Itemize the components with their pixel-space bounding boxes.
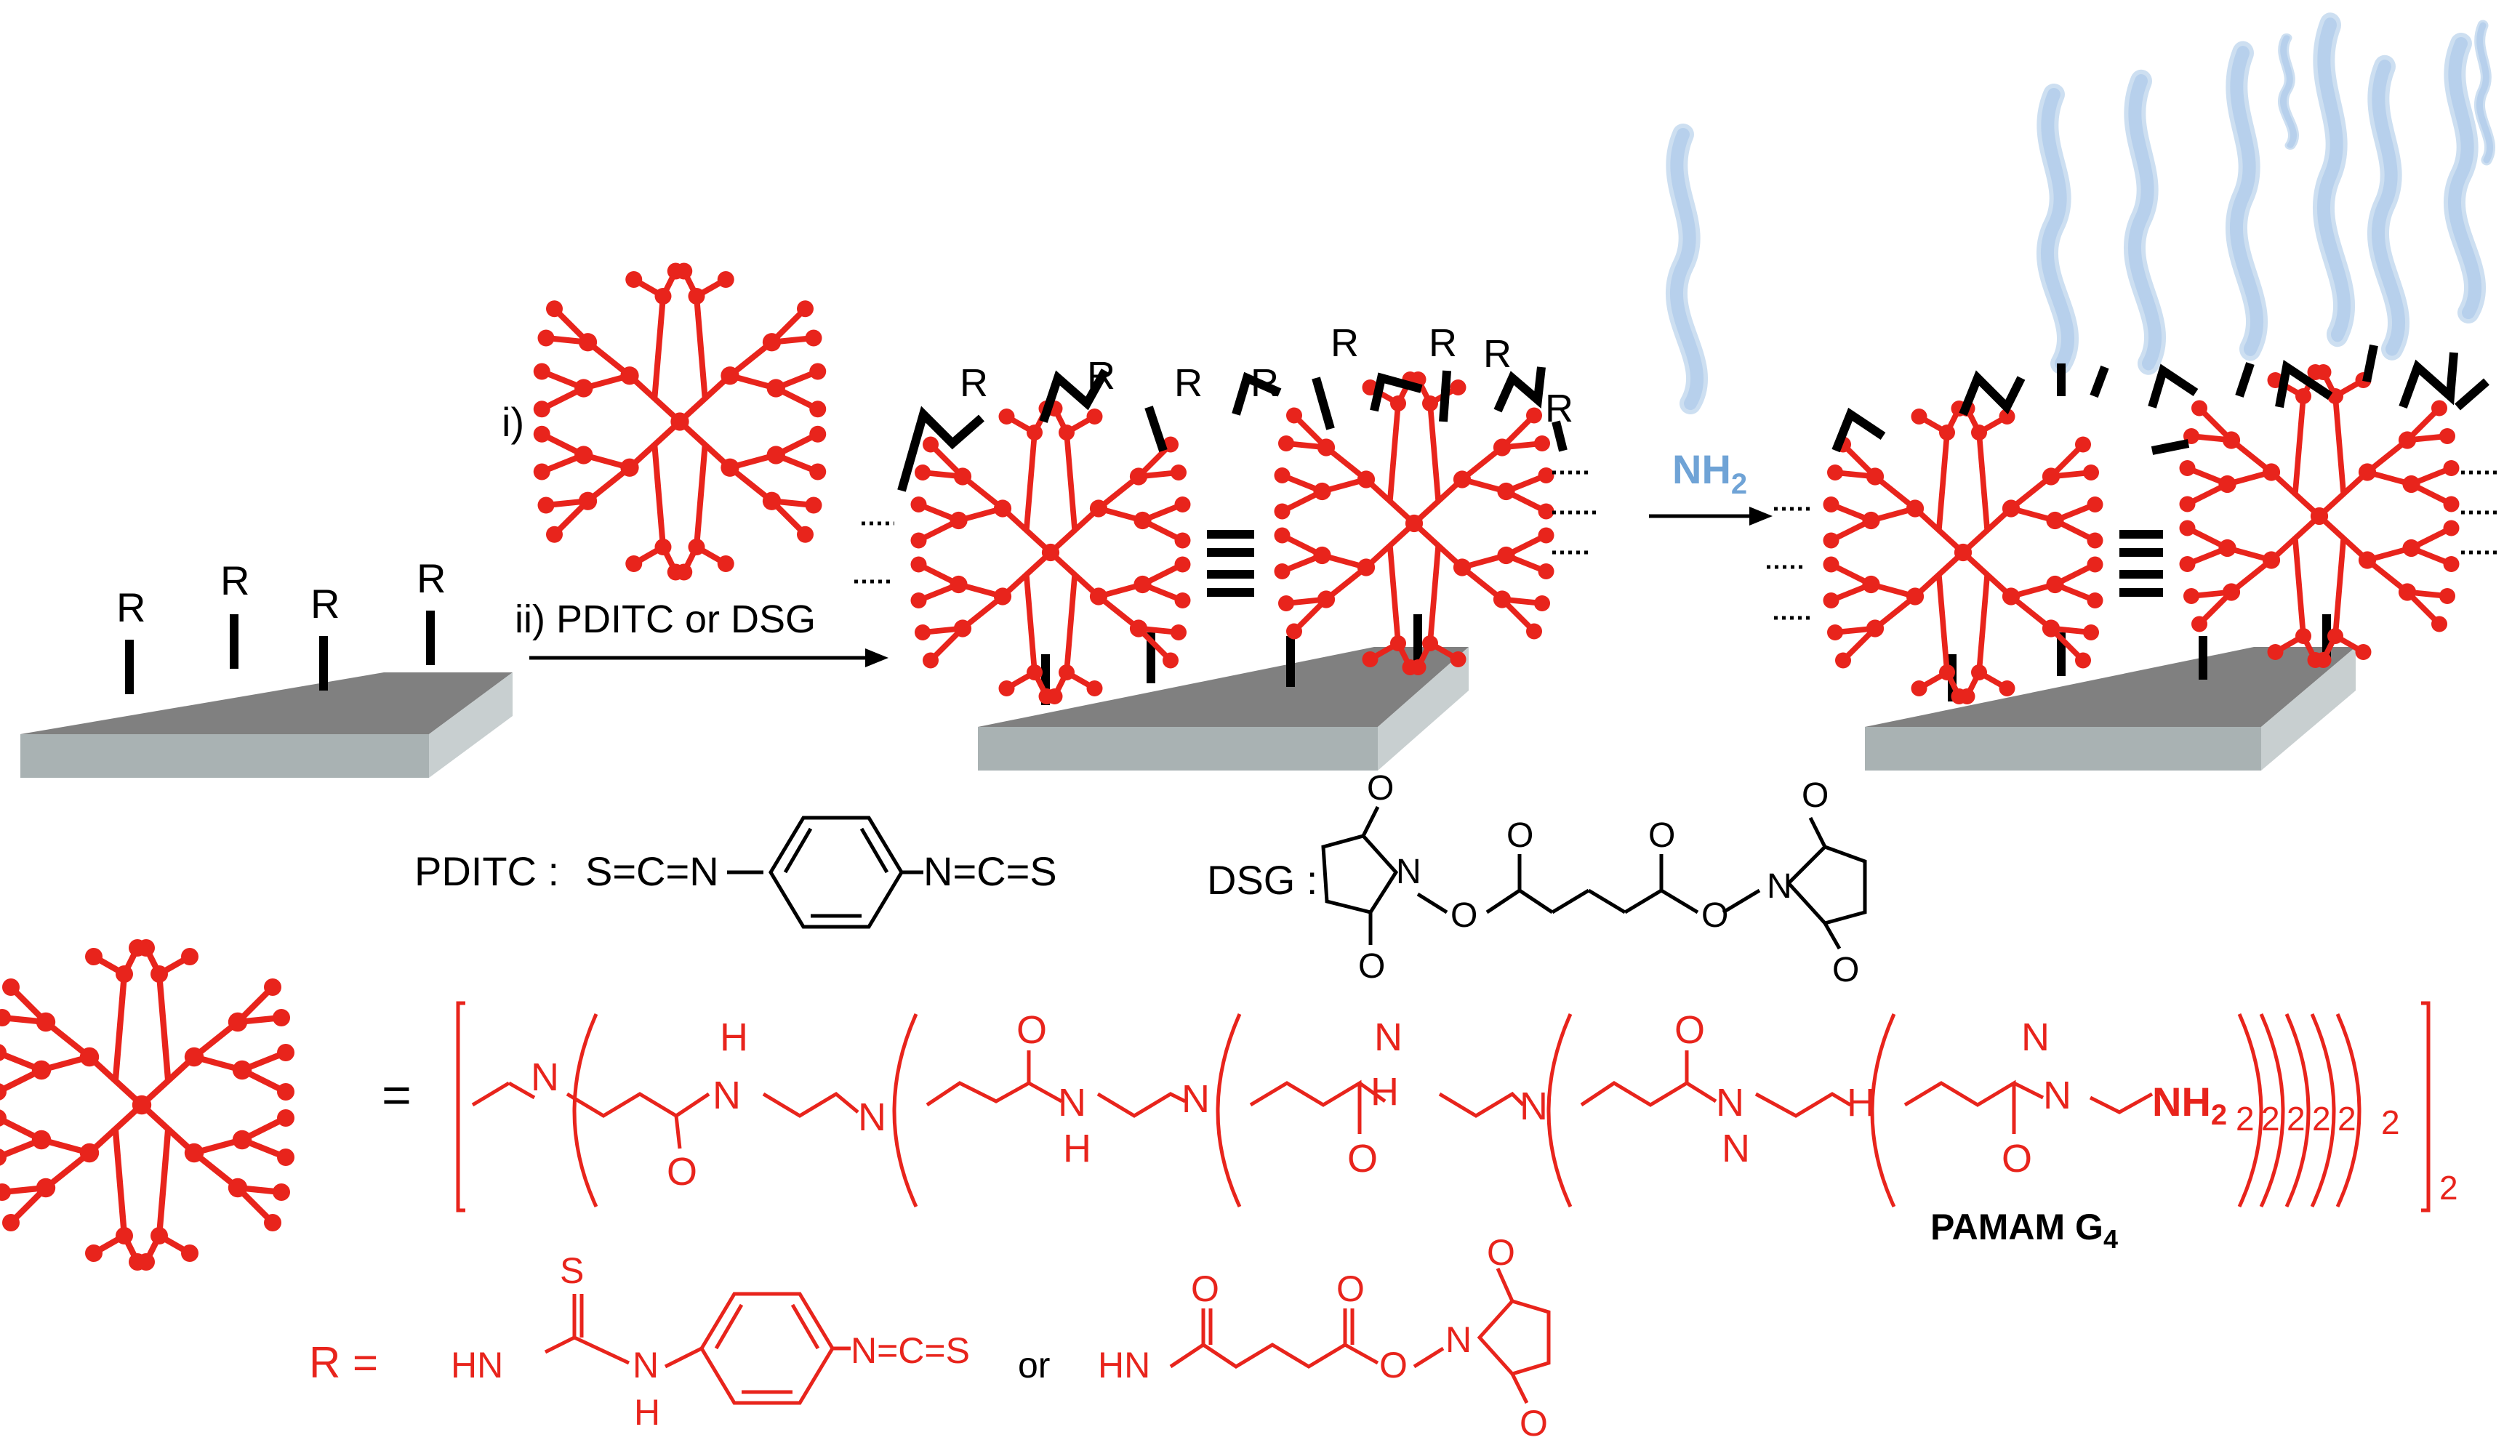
svg-text:N: N: [1520, 1085, 1548, 1128]
pamam-structure: N H N N N H N N H N N N H N N O O O O O …: [456, 1001, 2458, 1212]
svg-text:O: O: [1520, 1403, 1548, 1444]
svg-text:HN: HN: [1098, 1345, 1150, 1385]
svg-text:N: N: [713, 1074, 741, 1117]
svg-text:R: R: [1429, 321, 1457, 365]
crosslinks-3: [1831, 344, 2489, 597]
pditc-label: PDITC :: [414, 848, 559, 894]
svg-text:R: R: [116, 584, 145, 630]
pamam-name: PAMAM G4: [1930, 1207, 2118, 1254]
svg-text:O: O: [2002, 1137, 2032, 1181]
nh2-reagent-icon: [1677, 134, 1697, 403]
svg-text:N: N: [1767, 867, 1792, 906]
reaction-arrow-1: [529, 648, 888, 667]
svg-text:R: R: [1174, 361, 1203, 405]
svg-text:H: H: [634, 1392, 660, 1433]
svg-text:O: O: [1379, 1345, 1408, 1385]
svg-text:O: O: [1506, 816, 1533, 855]
pditc-right-group: N=C=S: [923, 848, 1057, 894]
svg-text:R: R: [1545, 387, 1573, 430]
svg-text:R =: R =: [309, 1338, 378, 1387]
svg-text:R: R: [310, 581, 340, 627]
svg-text:2: 2: [2439, 1169, 2458, 1207]
svg-text:N: N: [1445, 1319, 1472, 1360]
svg-text:O: O: [1802, 776, 1829, 815]
coated-dendrimer-d: [2180, 364, 2460, 668]
svg-text:R: R: [1331, 321, 1359, 365]
svg-text:N: N: [1716, 1081, 1744, 1125]
svg-text:N: N: [531, 1055, 559, 1099]
svg-text:2: 2: [2338, 1100, 2356, 1138]
surface-slab-3: [1865, 647, 2356, 771]
svg-text:N: N: [1058, 1081, 1086, 1125]
svg-text:N: N: [858, 1095, 886, 1139]
reagent-i-label: i): [502, 399, 524, 445]
reagent-ii-label: ii) PDITC or DSG: [515, 598, 816, 641]
svg-text:H: H: [720, 1015, 748, 1059]
svg-text:O: O: [1367, 769, 1394, 808]
crosslinks-2: [897, 366, 1568, 597]
svg-text:N: N: [1374, 1015, 1403, 1059]
surface-slab-1: [20, 672, 513, 778]
pamam-equals: =: [382, 1066, 412, 1123]
svg-text:N: N: [633, 1345, 659, 1385]
svg-text:2: 2: [2261, 1100, 2280, 1138]
svg-text:R: R: [417, 555, 446, 601]
svg-text:O: O: [1487, 1232, 1515, 1273]
svg-text:2: 2: [2381, 1103, 2400, 1141]
svg-text:N: N: [1722, 1127, 1750, 1170]
svg-text:H: H: [1371, 1070, 1399, 1114]
svg-text:O: O: [667, 1150, 697, 1194]
pamam-dendrimer-icon: [0, 939, 294, 1271]
svg-text:O: O: [1674, 1008, 1705, 1052]
svg-text:H: H: [1847, 1081, 1875, 1125]
svg-text:R: R: [1087, 354, 1115, 398]
svg-text:O: O: [1450, 896, 1477, 935]
reaction-arrow-2: [1649, 507, 1773, 526]
svg-text:2: 2: [2287, 1100, 2306, 1138]
svg-text:O: O: [1648, 816, 1675, 855]
svg-text:S: S: [560, 1250, 584, 1291]
pditc-structure: PDITC : S=C=N N=C=S: [414, 816, 1057, 929]
dsg-structure: DSG : N O O O O O O N: [1207, 769, 1867, 989]
r-definition: R = S HN N H N=C: [309, 1232, 1551, 1444]
pditc-left-group: S=C=N: [585, 848, 719, 894]
svg-text:O: O: [1016, 1008, 1047, 1052]
svg-text:O: O: [1832, 951, 1859, 989]
svg-text:O: O: [1358, 947, 1385, 986]
svg-text:O: O: [1701, 896, 1728, 935]
svg-text:2: 2: [2312, 1100, 2331, 1138]
svg-text:O: O: [1336, 1268, 1365, 1309]
svg-text:NH2: NH2: [2152, 1079, 2227, 1131]
svg-text:N: N: [2043, 1074, 2071, 1117]
svg-text:R: R: [1483, 332, 1512, 376]
surface-slab-2: [978, 647, 1469, 771]
dangling-ends-3: [1767, 470, 2501, 620]
dangling-ends-2: [854, 470, 1596, 584]
svg-text:R: R: [220, 558, 249, 603]
svg-text:O: O: [1347, 1137, 1378, 1181]
surface-r-labels-1: R R R R: [116, 555, 446, 630]
svg-text:2: 2: [2236, 1100, 2255, 1138]
nh2-label: NH2: [1672, 446, 1747, 500]
svg-text:R: R: [1251, 361, 1279, 405]
svg-text:N: N: [2021, 1015, 2050, 1059]
svg-text:HN: HN: [451, 1345, 503, 1385]
svg-text:N: N: [1396, 853, 1421, 891]
svg-text:N=C=S: N=C=S: [851, 1330, 970, 1371]
dsg-label: DSG :: [1207, 857, 1317, 903]
svg-text:N: N: [1181, 1077, 1210, 1121]
svg-text:H: H: [1063, 1127, 1091, 1170]
svg-text:R: R: [960, 361, 988, 405]
svg-text:or: or: [1018, 1345, 1050, 1385]
functionalized-waves: [2047, 25, 2490, 364]
coated-r-labels: R R R R R R R R: [960, 321, 1573, 430]
reagent-dendrimer-icon: [534, 263, 827, 581]
svg-text:O: O: [1191, 1268, 1219, 1309]
surface-linkers-1: [125, 611, 435, 694]
